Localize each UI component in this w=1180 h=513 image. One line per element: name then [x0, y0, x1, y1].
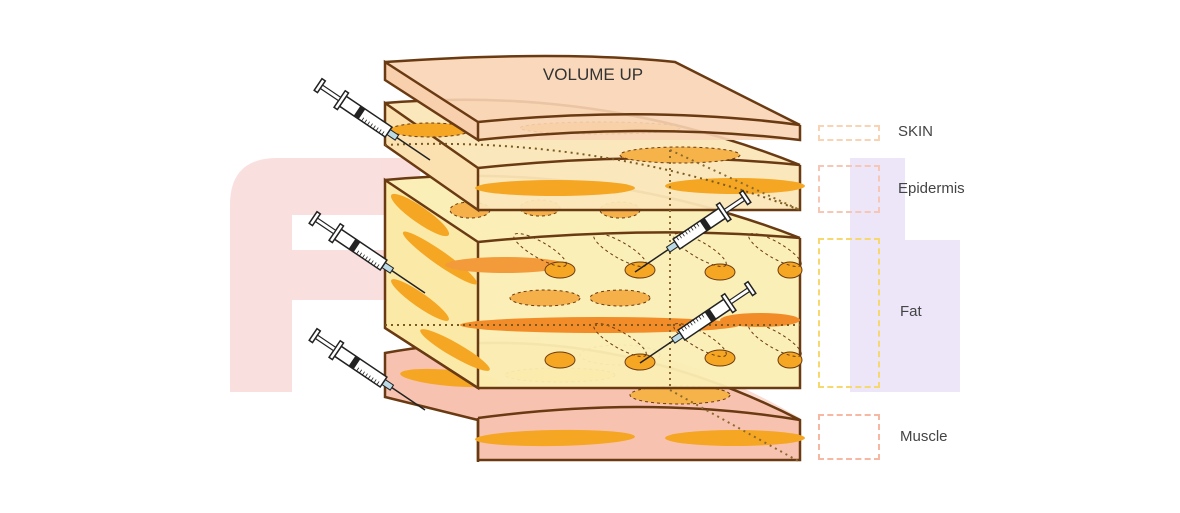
syringe-tick	[376, 264, 380, 269]
muscle-bracket	[818, 414, 880, 460]
syringe-part	[704, 308, 717, 323]
syringe-tick	[356, 250, 360, 255]
syringe-icon	[308, 327, 426, 411]
syringe-part	[313, 77, 327, 94]
syringe-tick	[364, 373, 368, 378]
syringe-part	[348, 355, 361, 370]
syringe-tick	[373, 379, 377, 384]
syringe-tick	[681, 327, 684, 332]
syringe-tick	[367, 258, 371, 263]
syringe-part	[308, 327, 322, 344]
syringe-part	[353, 105, 366, 120]
syringe-tick	[678, 234, 682, 239]
syringe-tick	[378, 129, 382, 134]
syringe-tick	[692, 319, 696, 324]
syringe-tick	[370, 377, 374, 382]
syringe-tick	[369, 123, 373, 128]
skin-layer: VOLUME UP	[383, 54, 802, 143]
syringe-tick	[695, 317, 699, 322]
syringe-tick	[373, 262, 377, 267]
syringe-part	[319, 84, 342, 102]
skin-bracket	[818, 125, 880, 141]
syringe-tick	[372, 125, 376, 130]
syringe-icon	[634, 189, 752, 273]
syringe-part	[391, 387, 426, 411]
syringe-part	[396, 137, 431, 161]
syringe-tick	[686, 323, 690, 328]
epidermis-label: Epidermis	[898, 180, 965, 197]
syringe-icon	[313, 77, 431, 161]
guide-lines	[669, 149, 801, 463]
syringe-tick	[683, 325, 687, 330]
syringe-part	[738, 189, 752, 206]
syringe-tick	[362, 254, 365, 259]
syringe-icon	[308, 210, 426, 294]
fat-bracket	[818, 238, 880, 388]
syringe-part	[314, 217, 337, 235]
syringe-part	[308, 210, 322, 227]
syringe-tick	[690, 226, 694, 231]
syringe-part	[333, 345, 388, 389]
syringe-tick	[362, 371, 365, 376]
syringe-tick	[375, 127, 379, 132]
syringe-part	[634, 249, 669, 273]
syringe-part	[314, 334, 337, 352]
fat-label: Fat	[900, 303, 922, 320]
syringe-tick	[364, 119, 368, 124]
syringe-icon	[639, 280, 757, 364]
syringe-tick	[359, 252, 363, 257]
syringe-part	[639, 340, 674, 364]
syringe-tick	[684, 230, 688, 235]
syringe-part	[743, 280, 757, 297]
syringe-tick	[359, 369, 363, 374]
skin-label: SKIN	[898, 123, 934, 140]
syringe-tick	[367, 121, 370, 126]
syringe-part	[348, 238, 361, 253]
syringe-tick	[701, 313, 705, 318]
syringe-part	[699, 217, 712, 232]
syringes	[308, 77, 757, 411]
syringe-tick	[367, 375, 371, 380]
syringe-tick	[376, 381, 380, 386]
syringe-part	[391, 270, 426, 294]
syringe-tick	[381, 131, 385, 136]
syringe-tick	[361, 117, 365, 122]
syringe-tick	[676, 236, 679, 241]
syringe-tick	[370, 260, 374, 265]
syringe-tick	[696, 222, 700, 227]
syringe-tick	[698, 315, 702, 320]
syringe-tick	[687, 228, 691, 233]
muscle-label: Muscle	[900, 428, 948, 445]
epidermis-bracket	[818, 165, 880, 213]
syringe-tick	[356, 367, 360, 372]
syringe-tick	[693, 224, 697, 229]
syringe-tick	[681, 232, 685, 237]
syringe-tick	[689, 321, 693, 326]
diagram-title: VOLUME UP	[543, 65, 643, 84]
syringe-tick	[364, 256, 368, 261]
